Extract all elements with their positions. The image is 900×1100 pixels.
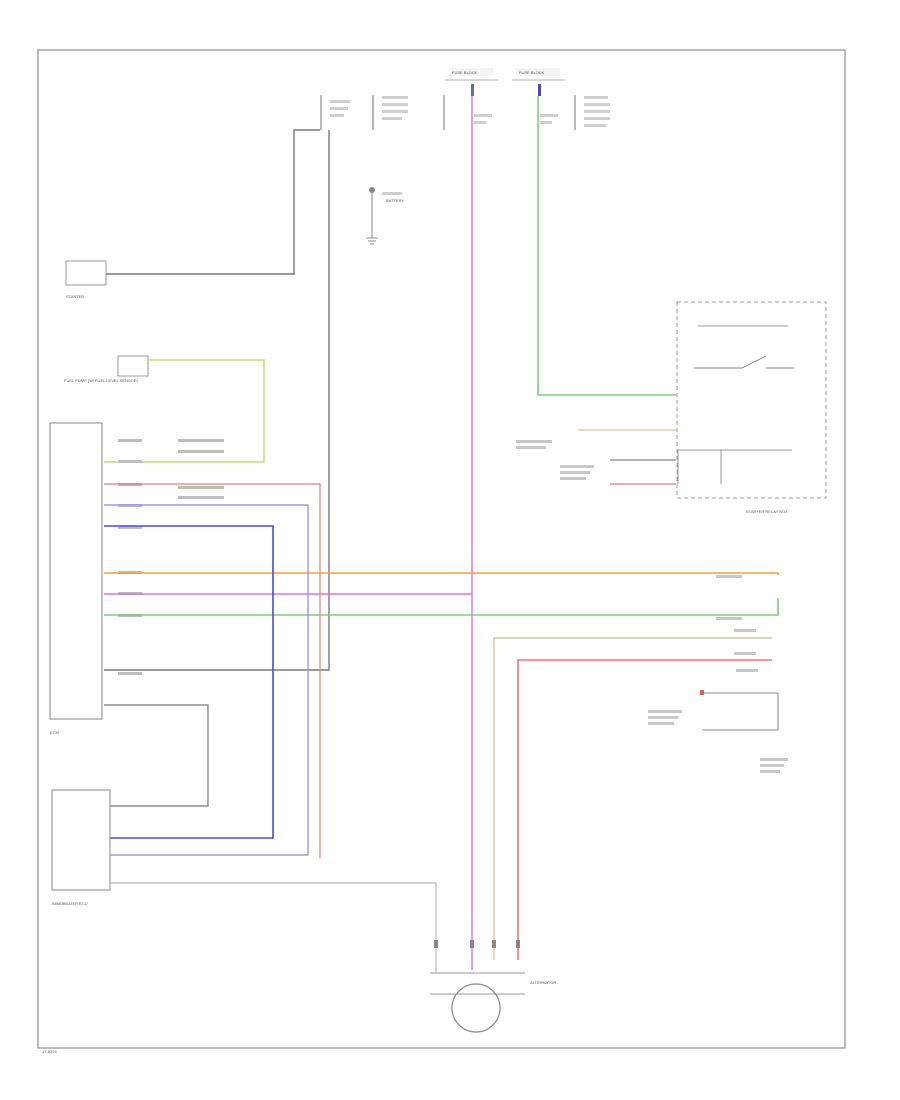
alternator-label: ALTERNATOR (530, 980, 556, 985)
wire-red-ecm (104, 483, 321, 858)
fuse-captions (330, 96, 610, 127)
wire-lightblue (104, 504, 309, 856)
fuse-block-label-2: FUSE BLOCK (519, 70, 545, 75)
wire-green-ecm (104, 598, 779, 616)
fuel-pump-label: FUEL PUMP (W/ FUEL LEVEL SENSOR) (64, 378, 139, 383)
fuse-block-label-1: FUSE BLOCK (452, 70, 478, 75)
diagram-frame (37, 49, 846, 1049)
wire-green-relay (537, 96, 676, 396)
fuse-block-label-bg-2 (516, 68, 560, 76)
wire-black-ecm-immobilizer (104, 704, 209, 807)
wire-gray-immobilizer-alt (110, 882, 437, 960)
wire-black-fuse-ecm (104, 130, 330, 671)
ground-caption (382, 192, 402, 195)
ground-symbol (366, 187, 378, 245)
alternator-symbol (451, 983, 501, 1033)
wire-yellowgreen-fuelpump (104, 359, 265, 463)
wire-tan (493, 637, 772, 960)
relay-switch (694, 355, 794, 369)
wire-salmon (517, 659, 772, 960)
fuse-terminals (320, 79, 576, 130)
ecm-box (49, 422, 103, 720)
alternator-pins (434, 940, 520, 948)
immobilizer-label: IMMOBILIZER ECU (52, 901, 88, 906)
starter-label: STARTER (66, 294, 84, 299)
starter-box (65, 260, 107, 286)
ecm-label: ECM (50, 730, 59, 735)
wire-lower-right (702, 692, 779, 731)
lower-right-captions (648, 710, 788, 773)
fuse-mark-magenta (471, 84, 474, 96)
page-reference: 17-8394 (42, 1049, 57, 1054)
wire-orange (104, 572, 779, 575)
wire-blue (104, 525, 274, 839)
right-wire-captions (716, 575, 758, 672)
relay-side-captions (516, 440, 594, 480)
lower-right-red-dot (700, 690, 704, 695)
immobilizer-box (51, 789, 111, 891)
relay-box-label: STARTER RELAY BOX (746, 509, 788, 514)
fuel-pump-connector (117, 355, 149, 377)
wire-starter-feed (106, 129, 320, 275)
fuse-mark-blue (538, 84, 541, 96)
battery-label: BATTERY (386, 198, 404, 203)
relay-box (676, 301, 827, 499)
ecm-pin-captions (118, 439, 224, 675)
fuse-block-label-bg-1 (449, 68, 493, 76)
